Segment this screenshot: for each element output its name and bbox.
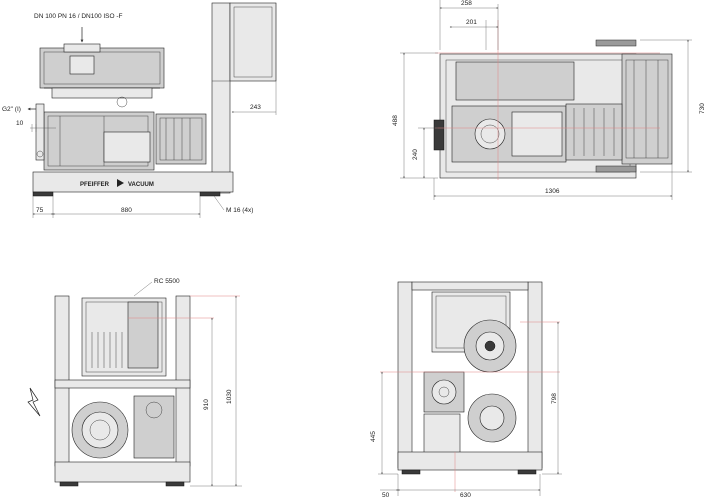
dim-488: 488 [392, 115, 399, 126]
dim-630: 630 [460, 492, 471, 499]
side-view: PFEIFFER VACUUM DN 100 PN 16 / DN100 ISO… [2, 2, 277, 218]
dim-10: 10 [16, 120, 24, 127]
dim-240: 240 [412, 149, 419, 160]
brand-left-label: PFEIFFER [80, 182, 110, 188]
top-view: 258 201 488 240 730 1306 [392, 0, 706, 200]
dim-1030: 1030 [226, 389, 233, 404]
brand-right-label: VACUUM [128, 182, 154, 188]
dim-910: 910 [203, 399, 210, 410]
dim-243: 243 [250, 104, 261, 111]
dim-75: 75 [36, 207, 44, 214]
dim-1306: 1306 [545, 188, 560, 195]
dim-730: 730 [699, 103, 706, 114]
dim-445: 445 [370, 431, 377, 442]
dim-880: 880 [121, 207, 132, 214]
dim-798: 798 [551, 393, 558, 404]
inlet-flange-label: DN 100 PN 16 / DN100 ISO -F [34, 13, 123, 20]
dim-50: 50 [382, 492, 390, 499]
foot-bolt-label: M 16 (4x) [226, 207, 253, 214]
dim-258: 258 [461, 0, 472, 7]
control-unit-label: RC 5500 [154, 278, 180, 285]
rear-view: 445 798 50 630 [370, 281, 562, 499]
exhaust-label: G2" (I) [2, 106, 21, 113]
dim-201: 201 [466, 19, 477, 26]
front-view: RC 5500 910 1030 [27, 278, 242, 487]
